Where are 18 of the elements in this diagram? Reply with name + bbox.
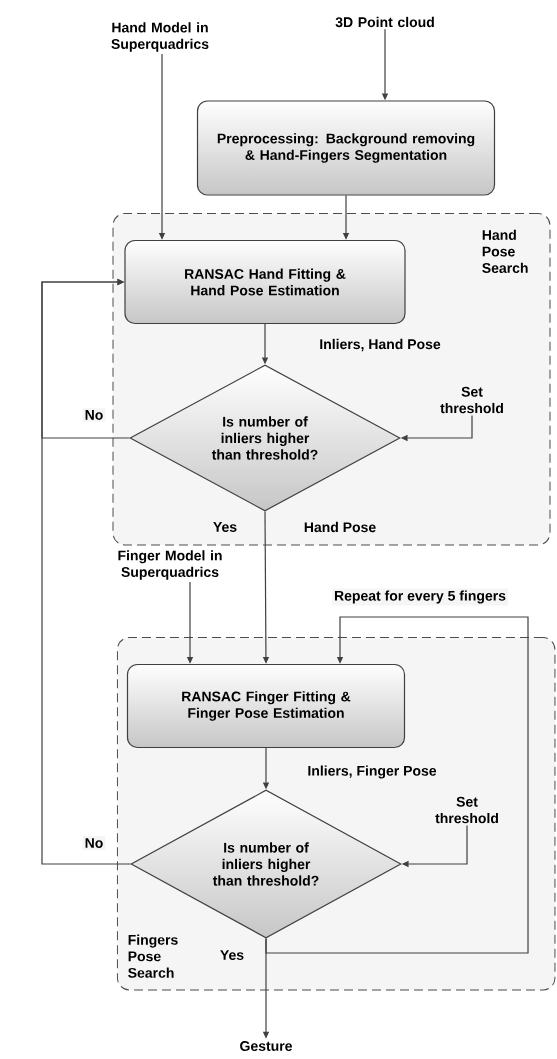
edge-label: Inliers, Finger Pose [305, 763, 439, 781]
edge-label: No [82, 408, 106, 422]
process-box: RANSAC Hand Fitting & Hand Pose Estimation [124, 239, 406, 325]
process-box: Preprocessing: Background removing & Hand-Fingers Segmentation [196, 100, 496, 196]
edge-label: Repeat for every 5 fingers [332, 588, 508, 606]
edge-label: Yes [217, 948, 247, 962]
arrow [41, 278, 131, 865]
input-label: Finger Model in Superquadrics [118, 550, 222, 580]
input-label: 3D Point cloud [335, 16, 434, 28]
arrow [265, 616, 529, 954]
input-label: Set threshold [440, 386, 503, 414]
edge-label: Yes [210, 520, 240, 534]
input-label: Set threshold [435, 796, 498, 824]
process-box: RANSAC Finger Fitting & Finger Pose Estimation [126, 663, 406, 749]
edge-label: No [82, 836, 106, 850]
input-label: Hand Model in Superquadrics [111, 22, 209, 52]
group-label: Hand Pose Search [482, 229, 528, 273]
input-label: Gesture [240, 1041, 292, 1051]
